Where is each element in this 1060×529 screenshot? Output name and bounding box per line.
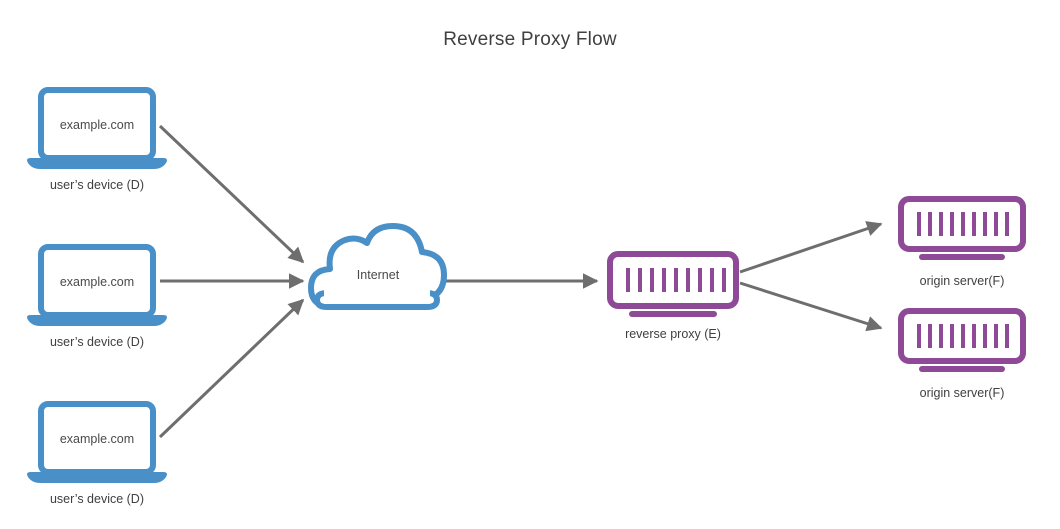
- device-caption: user’s device (D): [50, 492, 144, 506]
- device-screen-label: example.com: [60, 275, 134, 289]
- arrow-proxy-to-origin2: [739, 281, 883, 332]
- laptop-base-icon: [27, 472, 167, 483]
- device-screen-label: example.com: [60, 118, 134, 132]
- server-body-icon: [607, 251, 739, 309]
- reverse-proxy-caption: reverse proxy (E): [625, 327, 721, 341]
- device-node-1[interactable]: example.com user’s device (D): [27, 87, 167, 192]
- device-node-3[interactable]: example.com user’s device (D): [27, 401, 167, 506]
- cloud-seam-mask: [324, 290, 430, 304]
- laptop-base-icon: [27, 315, 167, 326]
- diagram-title: Reverse Proxy Flow: [443, 29, 617, 50]
- reverse-proxy-node[interactable]: reverse proxy (E): [607, 251, 739, 341]
- device-screen-label: example.com: [60, 432, 134, 446]
- arrow-device3-to-internet: [158, 298, 305, 439]
- server-bars-icon: [917, 212, 1009, 236]
- server-bars-icon: [626, 268, 726, 292]
- cloud-label: Internet: [357, 268, 400, 282]
- laptop-base-icon: [27, 158, 167, 169]
- server-stand-icon: [629, 311, 717, 317]
- arrow-group: [158, 124, 883, 439]
- origin-server-node-1[interactable]: origin server(F): [898, 196, 1026, 288]
- arrow-proxy-to-origin1: [739, 221, 883, 274]
- device-caption: user’s device (D): [50, 178, 144, 192]
- origin-server-node-2[interactable]: origin server(F): [898, 308, 1026, 400]
- internet-cloud-node[interactable]: Internet: [308, 223, 447, 310]
- server-stand-icon: [919, 366, 1005, 372]
- device-caption: user’s device (D): [50, 335, 144, 349]
- origin-server-caption: origin server(F): [920, 274, 1005, 288]
- arrow-device1-to-internet: [158, 124, 305, 264]
- origin-server-caption: origin server(F): [920, 386, 1005, 400]
- server-stand-icon: [919, 254, 1005, 260]
- cloud-icon: [308, 223, 447, 310]
- server-bars-icon: [917, 324, 1009, 348]
- device-node-2[interactable]: example.com user’s device (D): [27, 244, 167, 349]
